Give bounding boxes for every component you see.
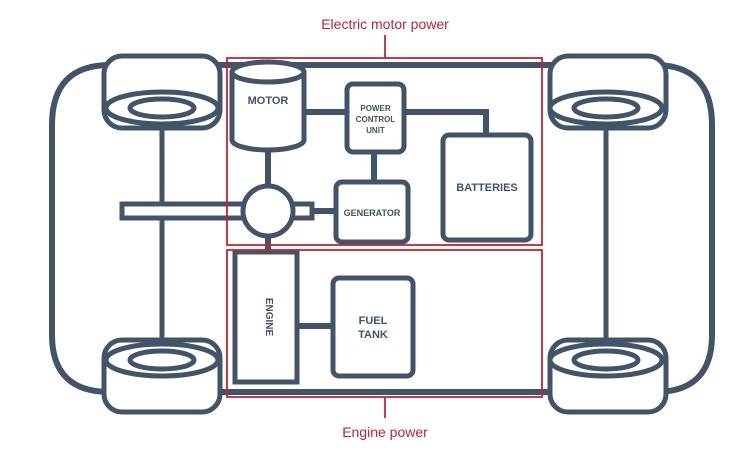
engine-power-label: Engine power [342, 424, 428, 440]
motor: MOTOR [229, 59, 307, 153]
fuel-tank: FUEL TANK [330, 275, 416, 379]
power-split-device [240, 183, 296, 239]
pcu-label-line3: UNIT [366, 126, 385, 135]
wheel-front-top [101, 53, 223, 131]
pcu-label-line1: POWER [360, 104, 390, 113]
generator-label: GENERATOR [344, 208, 401, 218]
pcu-label-line2: CONTROL [356, 115, 396, 124]
connectors [265, 109, 489, 329]
power-control-unit: POWER CONTROL UNIT [344, 81, 407, 155]
batteries: BATTERIES [440, 132, 534, 243]
wheel-rear-bottom [547, 337, 669, 415]
generator: GENERATOR [333, 179, 411, 245]
motor-label: MOTOR [248, 95, 289, 107]
electric-motor-power-label: Electric motor power [321, 16, 449, 32]
batteries-label: BATTERIES [456, 182, 518, 194]
engine-label: ENGINE [263, 298, 274, 337]
wheel-front-bottom [101, 337, 223, 415]
fuel-tank-label-line1: FUEL [359, 315, 388, 327]
wheel-rear-top [547, 53, 669, 131]
engine: ENGINE [232, 249, 300, 385]
fuel-tank-label-line2: TANK [358, 329, 388, 341]
